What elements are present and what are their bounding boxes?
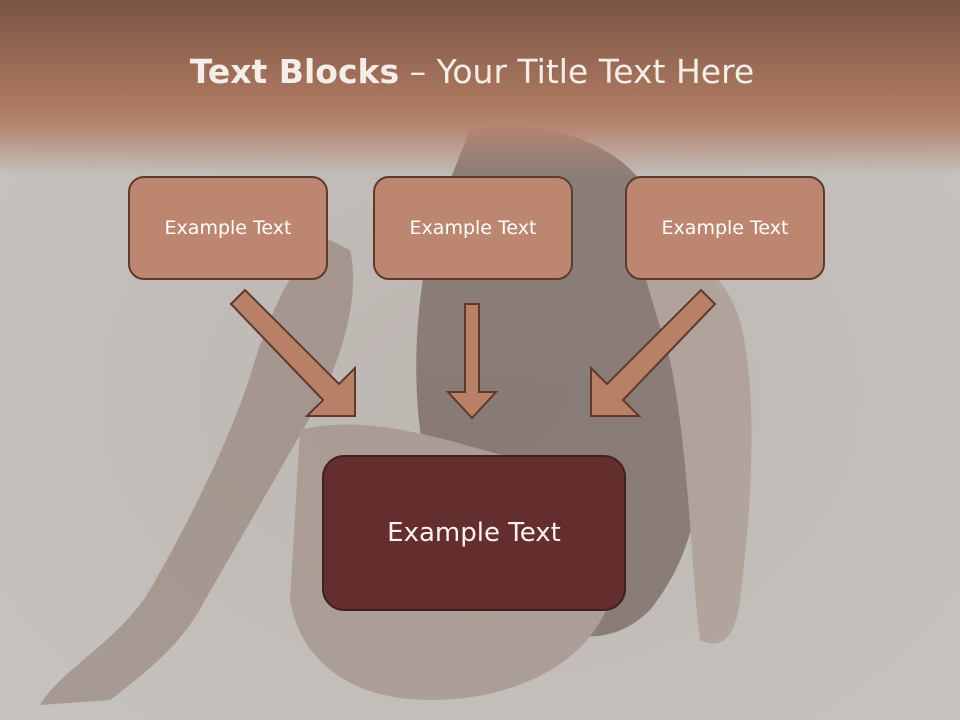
figure-arm-shape [640, 256, 752, 644]
figure-leg-shape [40, 240, 354, 705]
text-block-top-left-label: Example Text [164, 217, 292, 239]
title-rest: Your Title Text Here [436, 52, 755, 91]
title-band [0, 0, 960, 175]
text-block-top-center: Example Text [373, 176, 573, 280]
slide-title: Text Blocks – Your Title Text Here [0, 52, 944, 91]
text-block-top-center-label: Example Text [409, 217, 537, 239]
text-block-bottom: Example Text [322, 455, 626, 611]
text-block-top-right: Example Text [625, 176, 825, 280]
text-block-bottom-label: Example Text [387, 518, 561, 548]
title-dash: – [399, 52, 437, 91]
arrow-down-icon [445, 303, 499, 420]
text-block-top-right-label: Example Text [661, 217, 789, 239]
arrow-right-diagonal-icon [590, 288, 717, 417]
title-bold: Text Blocks [189, 52, 400, 91]
text-block-top-left: Example Text [128, 176, 328, 280]
arrow-left-diagonal-icon [229, 288, 356, 417]
